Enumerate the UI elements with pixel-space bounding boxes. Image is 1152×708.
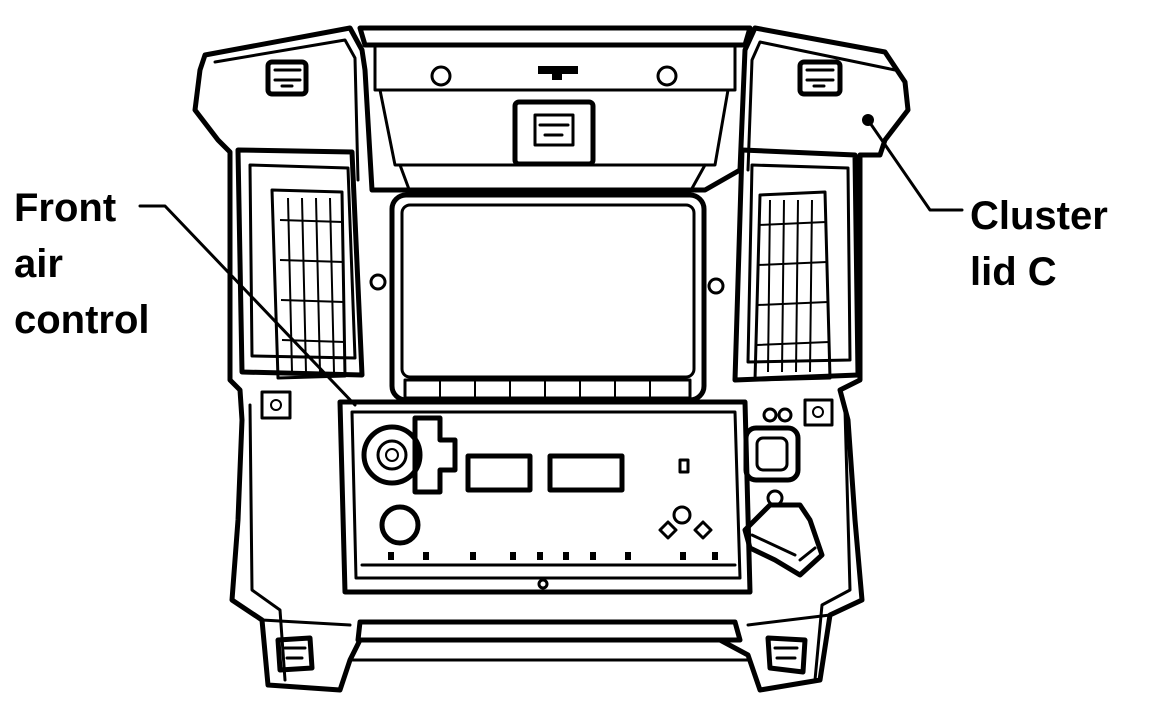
cluster-lid-c-label-line-1: Cluster	[970, 194, 1108, 238]
right-switch-connector	[742, 407, 825, 578]
front-air-control-panel	[337, 399, 753, 595]
cluster-lid-leader	[866, 118, 964, 212]
center-display-screen	[369, 192, 725, 403]
bottom-right-clip	[765, 635, 808, 675]
top-left-clip	[265, 59, 309, 97]
bottom-left-clip	[275, 635, 315, 673]
front-air-control-leader	[138, 204, 357, 407]
bottom-trim-strip	[348, 619, 750, 662]
cluster-lid-c-label-line-2: lid C	[970, 250, 1057, 294]
right-air-outlet	[732, 147, 861, 427]
front-air-control-label-line-2: air	[14, 242, 63, 286]
cluster-lid-outline	[192, 25, 911, 693]
cluster-lid-leader-dot	[862, 114, 874, 126]
top-right-clip	[797, 59, 843, 97]
front-air-control-label-line-1: Front	[14, 186, 117, 230]
front-air-control-label-line-3: control	[14, 298, 150, 342]
front-air-control-label: Front air control	[14, 180, 150, 348]
left-air-outlet	[235, 147, 365, 420]
cluster-lid-c-label: Cluster lid C	[970, 188, 1108, 300]
top-center-hood	[357, 25, 753, 194]
